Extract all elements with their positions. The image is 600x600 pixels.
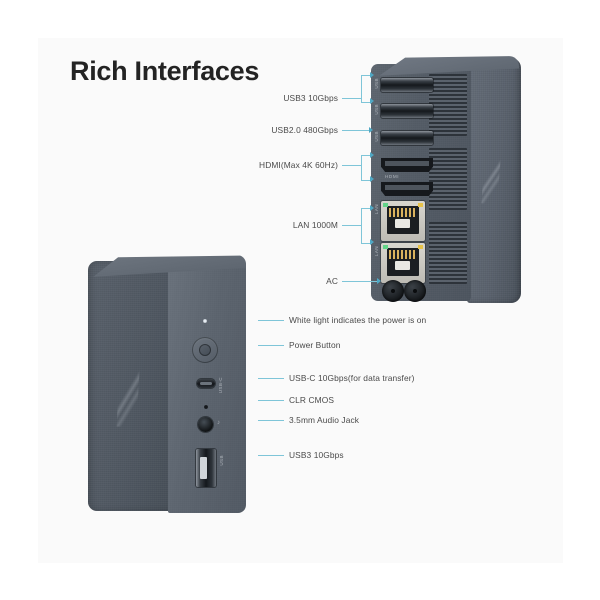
clr-cmos-pinhole[interactable]	[204, 405, 208, 409]
rear-ac-power-connector[interactable]	[382, 280, 428, 302]
leader-usb3-arrow-1	[370, 72, 374, 78]
label-usb3-front: USB3 10Gbps	[289, 450, 344, 460]
rj45-pins-1	[389, 208, 417, 217]
leader-hdmi-bracket	[361, 155, 372, 181]
leader-usb-c	[258, 378, 284, 379]
leader-lan-stem	[342, 225, 362, 226]
rear-usb2-port[interactable]	[381, 131, 433, 145]
front-device-face: USB-C ♪ USB	[168, 257, 246, 513]
rear-hdmi-silk: HDMI	[385, 174, 400, 179]
front-device-side-panel	[88, 261, 172, 511]
front-usb3-port[interactable]	[196, 449, 216, 487]
label-usb3-rear: USB3 10Gbps	[283, 93, 338, 103]
leader-usb3-bracket	[361, 75, 372, 103]
leader-audio-jack	[258, 420, 284, 421]
leader-clr-cmos	[258, 400, 284, 401]
side-texture	[467, 58, 521, 303]
rear-hdmi-port-1[interactable]	[381, 158, 433, 172]
label-power-button: Power Button	[289, 340, 341, 350]
ac-pin-left	[382, 280, 404, 302]
label-lan-rear: LAN 1000M	[292, 220, 338, 230]
front-usbc-silk: USB-C	[218, 377, 223, 394]
leader-usb3-stem	[342, 98, 362, 99]
brand-logo-front-icon	[116, 370, 140, 428]
ac-pin-right	[404, 280, 426, 302]
leader-usb3-front	[258, 455, 284, 456]
lan-led-amber-1	[418, 203, 423, 207]
leader-usb3-arrow-2	[370, 98, 374, 104]
lan-led-green-2	[383, 245, 388, 249]
power-indicator-led	[203, 319, 207, 323]
leader-hdmi-stem	[342, 165, 362, 166]
label-usb2-rear: USB2.0 480Gbps	[271, 125, 338, 135]
rear-usb3-port-2[interactable]	[381, 104, 433, 118]
rear-hdmi-port-2[interactable]	[381, 182, 433, 196]
front-usb-silk: USB	[219, 455, 224, 466]
mini-pc-front-view: USB-C ♪ USB	[88, 255, 278, 520]
label-white-light: White light indicates the power is on	[289, 315, 427, 325]
front-side-texture	[88, 261, 172, 511]
rear-usb-silk-3: USB	[374, 131, 379, 142]
leader-hdmi-arrow-1	[370, 152, 374, 158]
leader-lan-arrow-2	[370, 239, 374, 245]
leader-lan-arrow-1	[370, 205, 374, 211]
front-usb-c-port[interactable]	[197, 379, 215, 388]
label-audio-jack: 3.5mm Audio Jack	[289, 415, 360, 425]
leader-ac-arrow	[377, 278, 381, 284]
vent-slots-middle	[429, 148, 467, 210]
lan-led-amber-2	[418, 245, 423, 249]
lan-led-green-1	[383, 203, 388, 207]
brand-logo-icon	[481, 157, 501, 205]
leader-ac	[342, 281, 378, 282]
rear-usb3-port-1[interactable]	[381, 78, 433, 92]
audio-jack-port[interactable]	[198, 417, 213, 432]
label-hdmi-rear: HDMI(Max 4K 60Hz)	[259, 160, 338, 170]
vent-slots-top	[429, 74, 467, 136]
page-title: Rich Interfaces	[70, 56, 260, 86]
leader-hdmi-arrow-2	[370, 176, 374, 182]
rj45-pins-2	[389, 250, 417, 259]
power-button[interactable]	[192, 337, 218, 363]
vent-slots-bottom	[429, 222, 467, 284]
label-usb-c: USB-C 10Gbps(for data transfer)	[289, 373, 415, 383]
label-clr-cmos: CLR CMOS	[289, 395, 335, 405]
chassis-rear-face: USB USB USB HDMI LAN	[371, 64, 471, 302]
leader-usb2	[342, 130, 370, 131]
label-ac-rear: AC	[326, 276, 338, 286]
rear-lan-silk-1: LAN	[374, 204, 379, 215]
leader-white-light	[258, 320, 284, 321]
rj45-tab-1	[395, 219, 410, 228]
rear-lan-silk-2: LAN	[374, 246, 379, 257]
mini-pc-rear-view: USB USB USB HDMI LAN	[371, 56, 521, 306]
rear-lan-port-1[interactable]	[381, 201, 425, 241]
rear-usb-silk-1: USB	[374, 78, 379, 89]
rear-usb-silk-2: USB	[374, 104, 379, 115]
rj45-tab-2	[395, 261, 410, 270]
chassis-side-panel	[467, 58, 521, 303]
leader-usb2-arrow	[369, 127, 373, 133]
leader-power-button	[258, 345, 284, 346]
leader-lan-bracket	[361, 208, 372, 244]
rear-lan-port-2[interactable]	[381, 243, 425, 283]
headphone-icon: ♪	[217, 420, 220, 426]
